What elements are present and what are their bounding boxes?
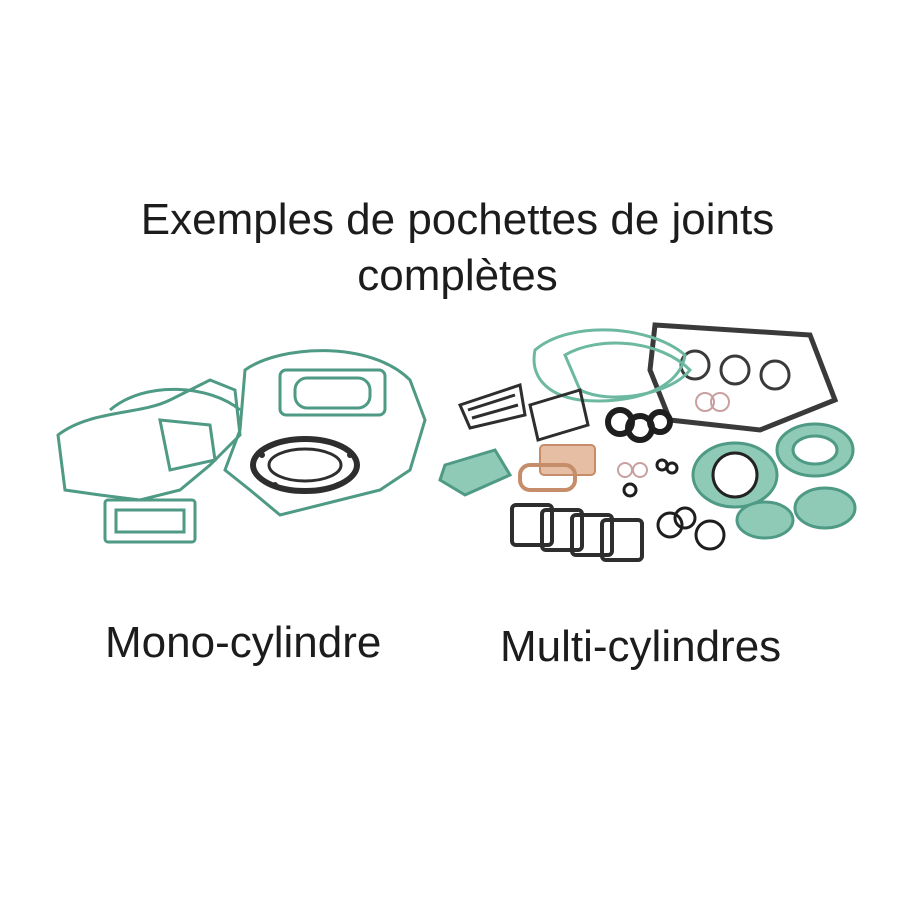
crankcase-gasket-right — [223, 349, 427, 517]
multi-cylinder-gasket-set-image — [438, 322, 857, 562]
mono-cylinder-gasket-set-image — [56, 349, 427, 544]
crankcase-gasket-left — [56, 378, 242, 502]
mono-cylinder-caption: Mono-cylindre — [105, 618, 382, 667]
title-line-2: complètes — [357, 251, 558, 300]
cylinder-base-gasket — [278, 368, 387, 417]
reed-valve-gasket — [103, 498, 197, 544]
multi-cylinder-caption: Multi-cylindres — [500, 622, 782, 671]
title-line-1: Exemples de pochettes de joints — [140, 195, 775, 244]
page-title: Exemples de pochettes de joints complète… — [0, 192, 915, 304]
multi-head-gasket — [647, 322, 839, 433]
head-gasket — [250, 436, 360, 494]
